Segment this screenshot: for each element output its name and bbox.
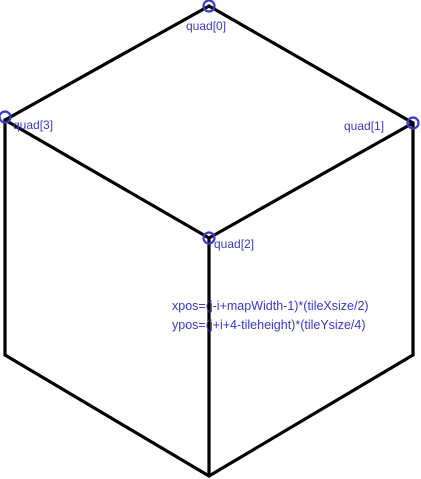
vertex-marker-quad1 <box>406 116 420 130</box>
vertex-marker-quad3 <box>0 110 12 124</box>
vertex-label-quad2: quad[2] <box>214 237 254 251</box>
vertex-label-quad1: quad[1] <box>344 119 384 133</box>
edge-top-right <box>207 4 415 125</box>
edge-bottom-right <box>207 353 415 478</box>
edge-top-left <box>3 4 211 122</box>
formula-xpos: xpos=(j-i+mapWidth-1)*(tileXsize/2) <box>172 299 369 313</box>
edge-bottom-left <box>3 353 211 478</box>
edge-front-left-upper <box>3 118 211 240</box>
vertex-marker-quad2 <box>202 231 216 245</box>
edge-front-right-upper <box>207 121 415 240</box>
vertex-label-quad0: quad[0] <box>186 19 226 33</box>
vertex-label-quad3: quad[3] <box>13 118 53 132</box>
vertex-marker-quad0 <box>202 0 216 13</box>
formula-ypos: ypos=(j+i+4-tileheight)*(tileYsize/4) <box>172 318 366 332</box>
